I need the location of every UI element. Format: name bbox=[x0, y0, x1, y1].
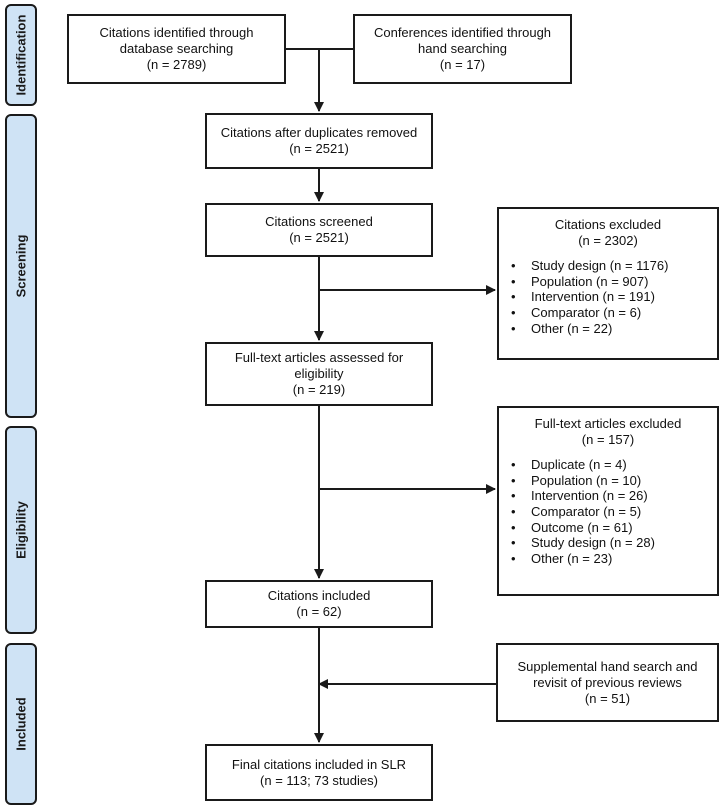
phase-included-label: Included bbox=[13, 697, 29, 751]
box-supplemental-search: Supplemental hand search and revisit of … bbox=[496, 643, 719, 722]
box-fulltext-excluded: Full-text articles excluded (n = 157) Du… bbox=[497, 406, 719, 596]
box-count: (n = 2789) bbox=[146, 57, 207, 72]
excluded-reasons-list: Duplicate (n = 4) Population (n = 10) In… bbox=[499, 457, 717, 566]
box-text: Final citations included in SLR bbox=[231, 756, 407, 772]
box-text: Citations after duplicates removed bbox=[220, 125, 418, 140]
box-count: (n = 62) bbox=[296, 604, 342, 619]
phase-eligibility-label: Eligibility bbox=[13, 501, 29, 559]
box-hand-search: Conferences identified through hand sear… bbox=[353, 14, 572, 84]
excluded-reasons-list: Study design (n = 1176) Population (n = … bbox=[499, 258, 717, 336]
box-count: (n = 51) bbox=[584, 690, 631, 706]
phase-screening: Screening bbox=[5, 114, 37, 418]
box-text: revisit of previous reviews bbox=[533, 674, 682, 690]
list-item: Study design (n = 28) bbox=[499, 535, 717, 551]
list-item: Other (n = 22) bbox=[499, 321, 717, 337]
box-citations-excluded: Citations excluded (n = 2302) Study desi… bbox=[497, 207, 719, 360]
box-text: Supplemental hand search and bbox=[517, 658, 698, 674]
box-final-included: Final citations included in SLR (n = 113… bbox=[205, 744, 433, 801]
box-text: hand searching bbox=[418, 41, 507, 56]
box-count: (n = 2521) bbox=[289, 141, 349, 156]
excluded-title: Full-text articles excluded bbox=[534, 416, 682, 431]
phase-eligibility: Eligibility bbox=[5, 426, 37, 634]
box-text: Citations screened bbox=[265, 214, 373, 229]
box-text: Citations identified through bbox=[99, 25, 254, 40]
list-item: Population (n = 10) bbox=[499, 473, 717, 489]
box-after-duplicates: Citations after duplicates removed (n = … bbox=[205, 113, 433, 169]
box-count: (n = 2521) bbox=[289, 230, 349, 245]
list-item: Intervention (n = 191) bbox=[499, 289, 717, 305]
box-text: eligibility bbox=[294, 366, 344, 381]
list-item: Population (n = 907) bbox=[499, 274, 717, 290]
box-citations-screened: Citations screened (n = 2521) bbox=[205, 203, 433, 257]
box-citations-included: Citations included (n = 62) bbox=[205, 580, 433, 628]
box-fulltext-assessed: Full-text articles assessed for eligibil… bbox=[205, 342, 433, 406]
list-item: Study design (n = 1176) bbox=[499, 258, 717, 274]
phase-screening-label: Screening bbox=[13, 234, 29, 298]
list-item: Other (n = 23) bbox=[499, 551, 717, 567]
list-item: Duplicate (n = 4) bbox=[499, 457, 717, 473]
phase-identification: Identification bbox=[5, 4, 37, 106]
list-item: Comparator (n = 6) bbox=[499, 305, 717, 321]
list-item: Comparator (n = 5) bbox=[499, 504, 717, 520]
phase-included: Included bbox=[5, 643, 37, 805]
box-count: (n = 113; 73 studies) bbox=[260, 772, 378, 788]
phase-identification-label: Identification bbox=[13, 14, 29, 96]
excluded-count: (n = 157) bbox=[581, 431, 635, 447]
excluded-title: Citations excluded bbox=[554, 217, 662, 232]
excluded-count: (n = 2302) bbox=[578, 232, 638, 248]
box-text: database searching bbox=[119, 41, 234, 56]
box-count: (n = 219) bbox=[292, 382, 346, 397]
list-item: Intervention (n = 26) bbox=[499, 488, 717, 504]
box-text: Conferences identified through bbox=[373, 25, 552, 40]
box-database-search: Citations identified through database se… bbox=[67, 14, 286, 84]
box-count: (n = 17) bbox=[439, 57, 486, 72]
box-text: Citations included bbox=[267, 588, 371, 603]
list-item: Outcome (n = 61) bbox=[499, 520, 717, 536]
box-text: Full-text articles assessed for bbox=[234, 350, 404, 365]
